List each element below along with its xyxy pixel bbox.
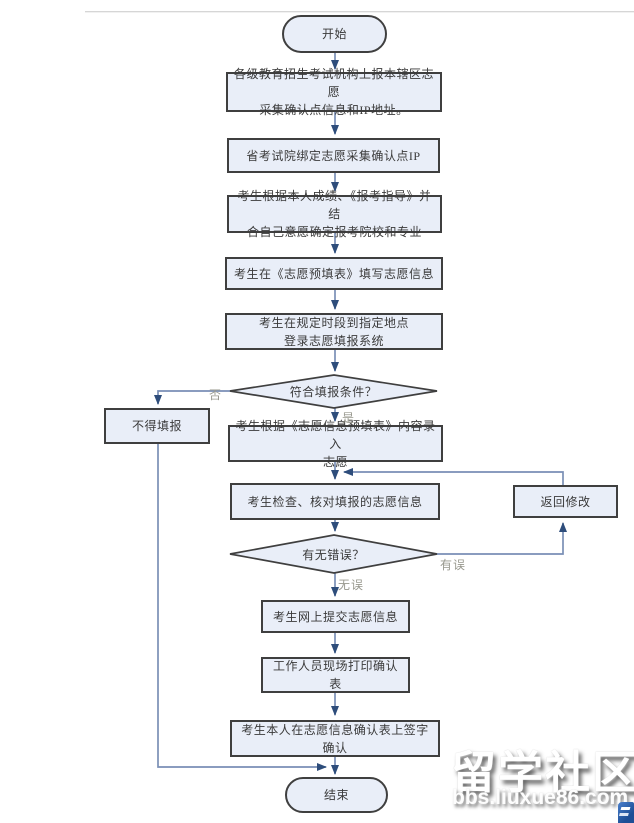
decision-qualify-shape: [229, 374, 438, 409]
node-input-volunteer: 考生根据《志愿信息预填表》内容录入 志愿: [228, 419, 443, 469]
node-return-fix-label: 返回修改: [540, 494, 591, 509]
node-login-system-label: 考生在规定时段到指定地点 登录志愿填报系统: [258, 315, 409, 348]
node-input-volunteer-label: 考生根据《志愿信息预填表》内容录入 志愿: [235, 418, 436, 469]
node-check-info-label: 考生检查、核对填报的志愿信息: [247, 494, 423, 509]
node-submit-online-label: 考生网上提交志愿信息: [272, 609, 398, 624]
decision-error-label: 有无错误？: [302, 547, 365, 562]
decision-error-shape: [229, 534, 438, 574]
node-submit-online: 考生网上提交志愿信息: [261, 600, 410, 633]
watermark-site-url: bbs.liuxue86.com: [452, 786, 629, 809]
edge-fix-back-check: [343, 468, 564, 485]
node-start-label: 开始: [321, 27, 347, 41]
node-sign-confirm: 考生本人在志愿信息确认表上签字确认: [230, 720, 440, 757]
node-login-system: 考生在规定时段到指定地点 登录志愿填报系统: [225, 313, 443, 350]
decision-qualify-label: 符合填报条件？: [289, 385, 378, 399]
node-choose-school-label: 考生根据本人成绩、《报考指导》并结 合自己意愿确定报考院校和专业: [237, 189, 432, 239]
node-deny-label: 不得填报: [131, 419, 182, 433]
edge-label-no-error: 无误: [338, 578, 365, 592]
node-prefill-form: 考生在《志愿预填表》填写志愿信息: [225, 257, 443, 290]
node-report-info-label: 各级教育招生考试机构上报本辖区志愿 采集确认点信息和IP地址。: [233, 67, 434, 117]
node-check-info: 考生检查、核对填报的志愿信息: [230, 483, 440, 520]
corner-logo-icon: [618, 802, 634, 823]
watermark-site-name: 留学社区: [451, 747, 634, 798]
edge-error-haserror-fix: [437, 522, 567, 555]
node-return-fix: 返回修改: [513, 485, 618, 518]
node-choose-school: 考生根据本人成绩、《报考指导》并结 合自己意愿确定报考院校和专业: [227, 189, 442, 239]
node-print-confirm: 工作人员现场打印确认表: [261, 657, 410, 693]
node-bind-ip-label: 省考试院绑定志愿采集确认点IP: [246, 148, 421, 163]
edge-deny-end: [157, 444, 327, 771]
node-sign-confirm-label: 考生本人在志愿信息确认表上签字确认: [241, 722, 429, 755]
node-print-confirm-label: 工作人员现场打印确认表: [272, 659, 398, 691]
top-divider: [85, 11, 634, 13]
node-end-label: 结束: [323, 788, 349, 802]
edge-label-yes: 是: [342, 411, 356, 425]
node-prefill-form-label: 考生在《志愿预填表》填写志愿信息: [233, 266, 434, 281]
node-deny: 不得填报: [104, 408, 210, 444]
edge-label-has-error: 有误: [440, 558, 467, 572]
edge-label-no: 否: [209, 388, 223, 402]
node-bind-ip: 省考试院绑定志愿采集确认点IP: [227, 138, 440, 173]
node-end: 结束: [285, 777, 388, 813]
node-report-info: 各级教育招生考试机构上报本辖区志愿 采集确认点信息和IP地址。: [226, 67, 442, 117]
node-start: 开始: [282, 15, 387, 53]
edge-qualify-no-deny: [154, 390, 230, 405]
